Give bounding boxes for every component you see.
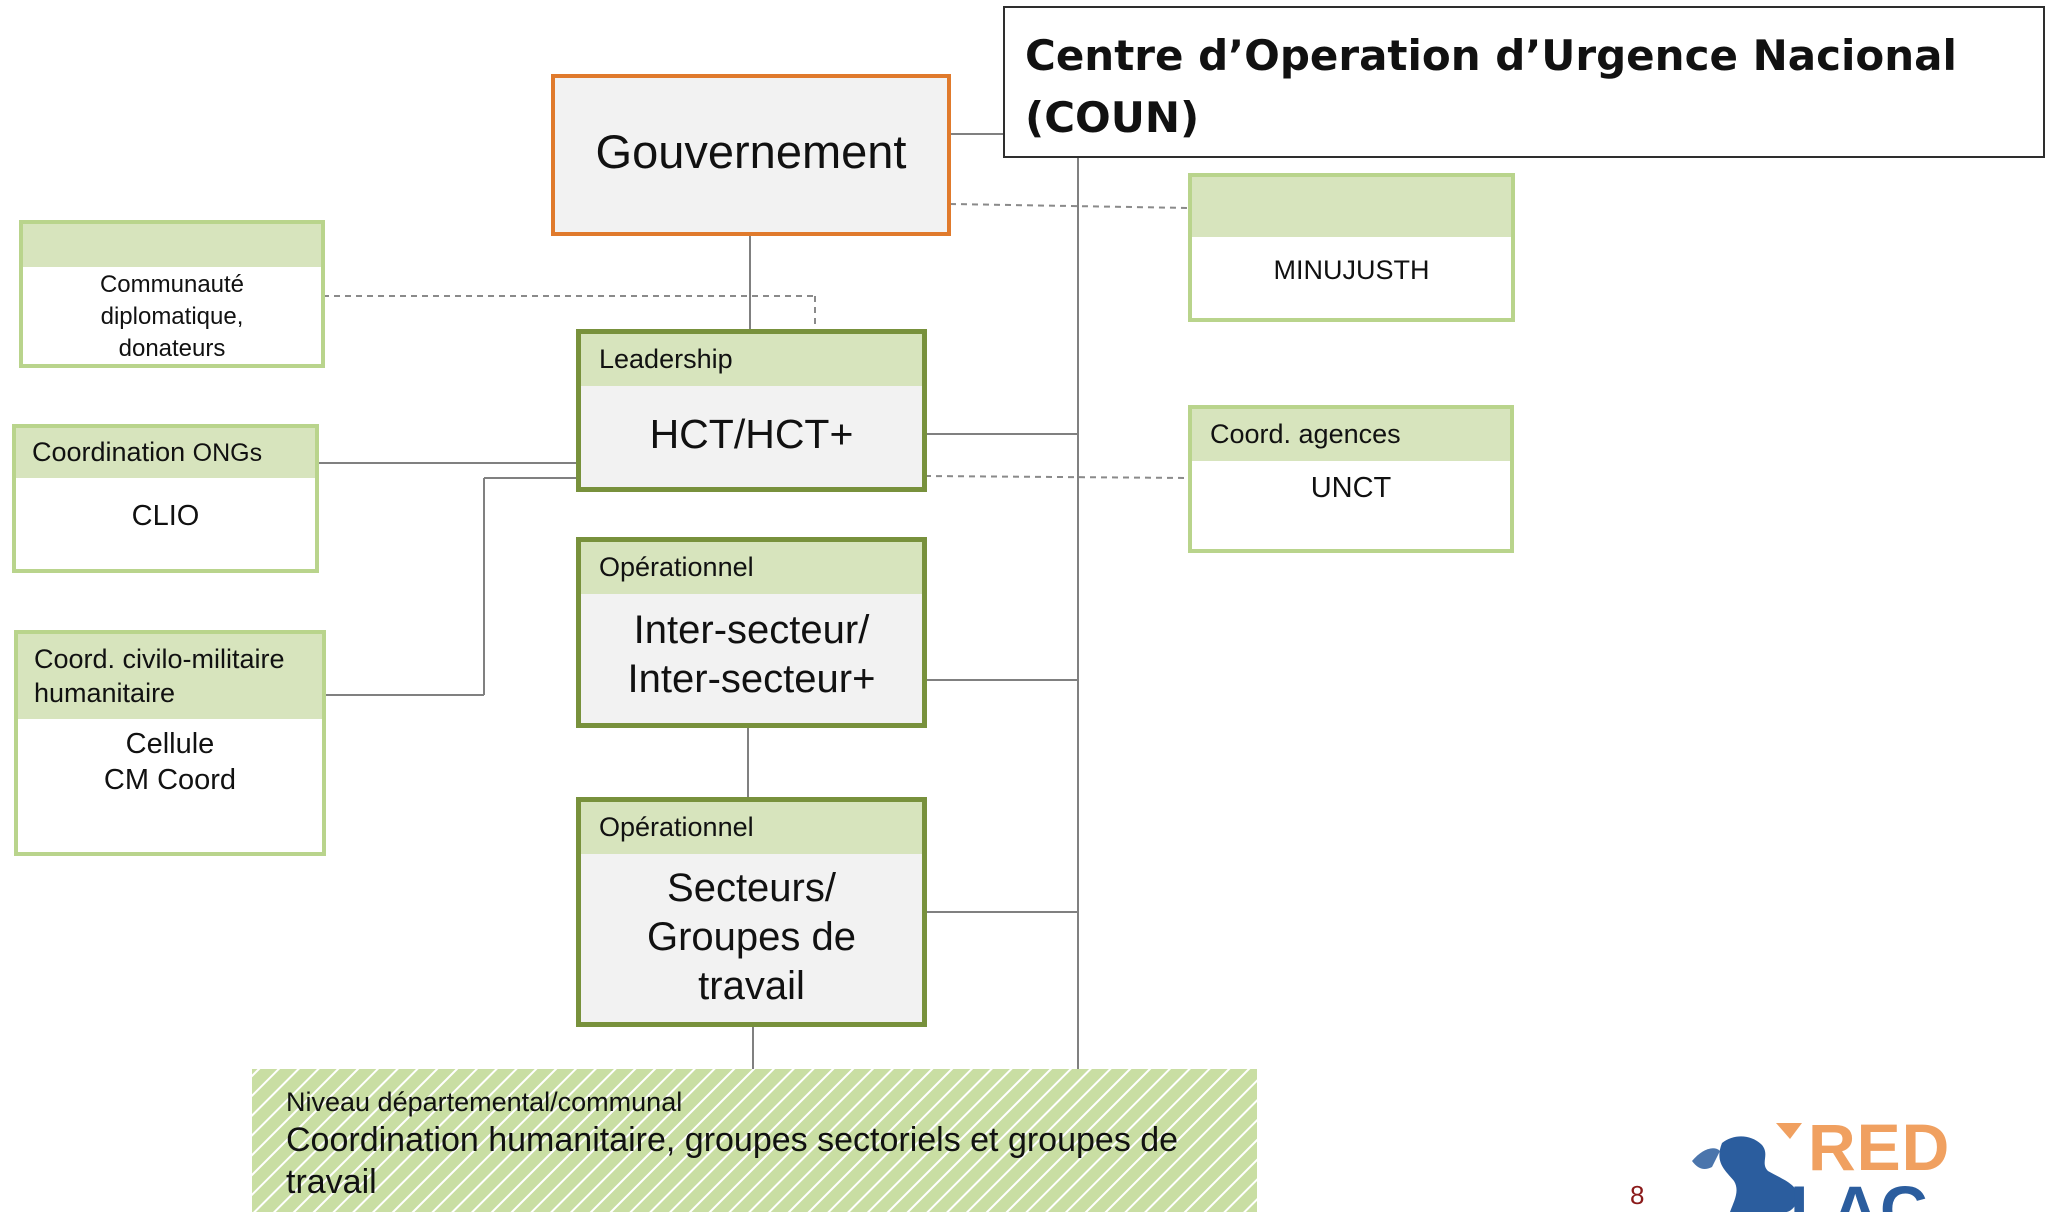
niveau-line-2: travail [286, 1163, 377, 1201]
inter-secteur-line-2-text: Inter-secteur+ [619, 657, 884, 701]
logo-text-bottom: LAC [1790, 1172, 1929, 1212]
secteurs-line-2: Groupes de [646, 915, 857, 959]
communaute-line-1: Communauté [99, 271, 245, 298]
cellule-line-2: CM Coord [103, 764, 237, 796]
niveau-box: Niveau départemental/communal Coordinati… [252, 1069, 1257, 1212]
coord-ongs-box: Coordination ONGs CLIO [12, 424, 319, 573]
secteurs-line-1: Secteurs/ [667, 866, 836, 910]
inter-secteur-line-2: Inter-secteur+ [581, 655, 922, 704]
page-number: 8 [1630, 1180, 1645, 1210]
niveau-line-1: Coordination humanitaire, groupes sector… [286, 1121, 1179, 1159]
gouvernement-label: Gouvernement [595, 124, 907, 178]
coord-ongs-header-main: Coordination [32, 437, 186, 467]
communaute-line-2: diplomatique, [100, 303, 244, 330]
secteurs-label: Secteurs/ Groupes de travail [581, 854, 922, 1011]
coord-agences-header: Coord. agences [1192, 409, 1510, 461]
coord-ongs-header-small: ONGs [192, 439, 263, 467]
hct-label: HCT/HCT+ [581, 386, 922, 458]
cellule-line-1: Cellule [125, 728, 215, 760]
coord-agences-box: Coord. agences UNCT [1188, 405, 1514, 553]
operationnel-1-header: Opérationnel [581, 542, 922, 594]
minujusth-header [1192, 177, 1511, 237]
operationnel-2-header: Opérationnel [581, 802, 922, 854]
leadership-header: Leadership [581, 334, 922, 386]
operationnel-1-box: Opérationnel Inter-secteur/ Inter-secteu… [576, 537, 927, 728]
operationnel-2-box: Opérationnel Secteurs/ Groupes de travai… [576, 797, 927, 1027]
communaute-box: Communauté diplomatique, donateurs [19, 220, 325, 368]
americas-map-icon [1692, 1123, 1802, 1212]
communaute-header [23, 224, 321, 267]
hct-label-text: HCT/HCT+ [641, 411, 862, 457]
niveau-small-label: Niveau départemental/communal [286, 1087, 683, 1117]
civ-mil-header-line-1: Coord. civilo-militaire [34, 644, 285, 674]
inter-secteur-label: Inter-secteur/ Inter-secteur+ [581, 594, 922, 704]
clio-label: CLIO [131, 500, 200, 532]
civ-mil-box: Coord. civilo-militaire humanitaire Cell… [14, 630, 326, 856]
coun-title-line2: (COUN) [1025, 93, 1200, 142]
redlac-logo: RED LAC [1690, 1115, 1970, 1212]
leadership-box: Leadership HCT/HCT+ [576, 329, 927, 492]
niveau-hatch-fill [252, 1069, 1257, 1212]
communaute-body: Communauté diplomatique, donateurs [23, 267, 321, 365]
logo-text-top: RED [1808, 1115, 1951, 1184]
coord-ongs-header: Coordination ONGs [16, 428, 315, 478]
coun-title-box: Centre d’Operation d’Urgence Nacional (C… [1003, 6, 2045, 158]
cellule-label: Cellule CM Coord [18, 719, 322, 798]
gouvernement-box: Gouvernement [551, 74, 951, 236]
unct-label: UNCT [1310, 472, 1392, 504]
secteurs-line-3: travail [698, 964, 805, 1008]
communaute-line-3: donateurs [118, 335, 226, 362]
minujusth-label: MINUJUSTH [1273, 255, 1430, 285]
coun-title-line1: Centre d’Operation d’Urgence Nacional [1025, 31, 1957, 80]
minujusth-box: MINUJUSTH [1188, 173, 1515, 322]
inter-secteur-line-1: Inter-secteur/ [633, 608, 870, 652]
civ-mil-header-line-2: humanitaire [34, 678, 176, 708]
civ-mil-header: Coord. civilo-militaire humanitaire [18, 634, 322, 719]
